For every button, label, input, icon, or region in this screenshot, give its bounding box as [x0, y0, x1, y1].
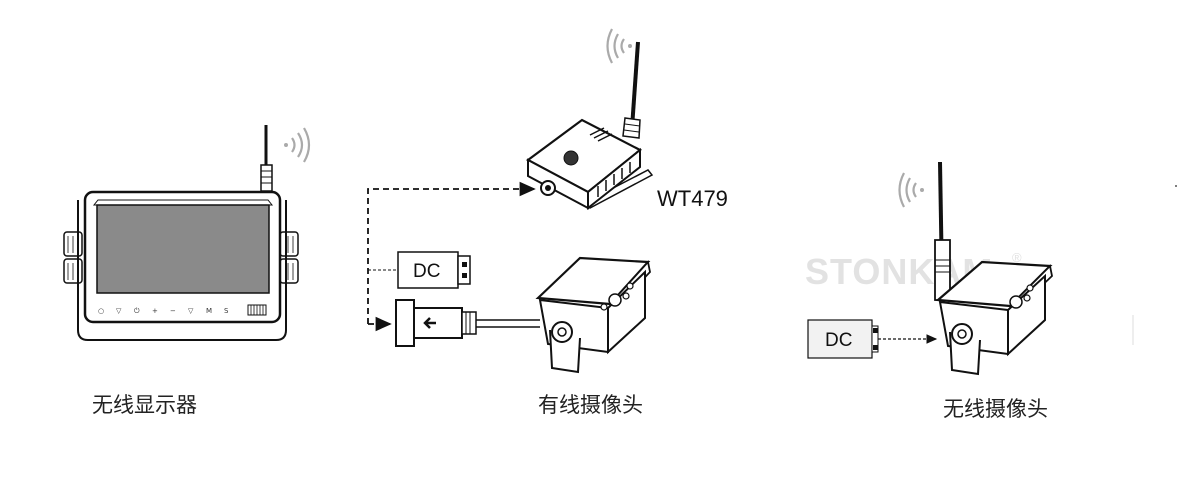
monitor-button-glyph: M: [206, 307, 212, 315]
watermark-registered: ®: [1012, 250, 1022, 265]
edge-dot: [1175, 185, 1177, 187]
wifi-signal-icon: [898, 172, 924, 208]
wired-camera-icon: [535, 256, 651, 374]
wifi-signal-icon: [606, 28, 632, 64]
monitor-button-row: ○ ▽ ⏻ + − ▽ M S: [98, 307, 229, 315]
wireless-transmitter-icon: [525, 41, 654, 211]
monitor-button-glyph: ▽: [188, 307, 194, 315]
dashed-signal-line: [367, 181, 536, 324]
label-wired-camera: 有线摄像头: [538, 393, 643, 417]
wireless-camera-icon: [934, 161, 1053, 376]
monitor-button-glyph: −: [170, 307, 176, 315]
transmitter-model-label: WT479: [657, 186, 728, 211]
monitor-button-glyph: ▽: [116, 307, 122, 315]
monitor-icon: ○ ▽ ⏻ + − ▽ M S: [63, 125, 299, 341]
monitor-button-glyph: +: [152, 307, 158, 315]
dc-label-wireless: DC: [825, 330, 852, 351]
label-wireless-display: 无线显示器: [92, 393, 197, 417]
dc-power-box-wireless: [807, 319, 879, 359]
dc-power-box: [397, 251, 471, 289]
cable-connector-icon: [395, 299, 540, 347]
monitor-button-glyph: ○: [98, 307, 104, 315]
monitor-button-glyph: ⏻: [134, 307, 140, 315]
monitor-button-glyph: S: [224, 307, 229, 315]
wifi-signal-icon: [284, 127, 311, 163]
dc-label-wired: DC: [413, 261, 440, 282]
label-wireless-camera: 无线摄像头: [943, 397, 1048, 421]
